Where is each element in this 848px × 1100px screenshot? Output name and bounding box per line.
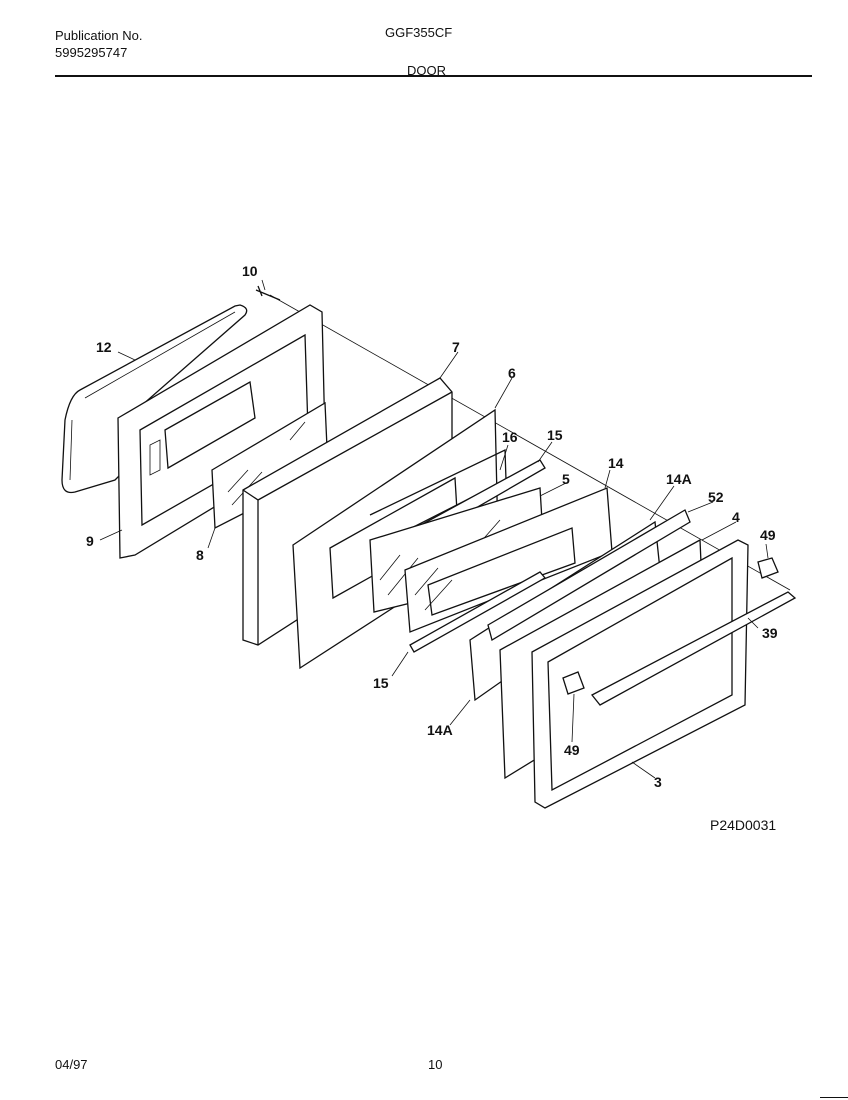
footer-date: 04/97 bbox=[55, 1057, 88, 1072]
callout-14: 14 bbox=[608, 455, 624, 471]
callout-7: 7 bbox=[452, 339, 460, 355]
glass-spacer-lower bbox=[409, 571, 546, 653]
callout-16: 16 bbox=[502, 429, 518, 445]
callout-15-lower: 15 bbox=[373, 675, 389, 691]
door-channel bbox=[487, 509, 691, 641]
callout-5: 5 bbox=[562, 471, 570, 487]
header-rule bbox=[55, 75, 812, 77]
assembly-guide-line bbox=[269, 294, 791, 591]
handle-end-cap-left bbox=[562, 671, 585, 695]
page-number: 10 bbox=[428, 1057, 443, 1072]
handle-end-cap-right bbox=[757, 557, 779, 579]
callout-12: 12 bbox=[96, 339, 112, 355]
publication-label: Publication No. bbox=[55, 28, 143, 43]
door-handle bbox=[591, 591, 797, 706]
callout-49-right: 49 bbox=[760, 527, 776, 543]
section-title: DOOR bbox=[407, 63, 446, 78]
callout-49-left: 49 bbox=[564, 742, 580, 758]
glass-retainer-strip bbox=[369, 448, 507, 549]
door-gasket bbox=[61, 304, 248, 494]
callout-52: 52 bbox=[708, 489, 724, 505]
callout-14a-lower: 14A bbox=[427, 722, 453, 738]
callout-3: 3 bbox=[654, 774, 662, 790]
callout-39: 39 bbox=[762, 625, 778, 641]
callout-14a-upper: 14A bbox=[666, 471, 692, 487]
callout-9: 9 bbox=[86, 533, 94, 549]
publication-number: 5995295747 bbox=[55, 45, 128, 60]
callout-15-upper: 15 bbox=[547, 427, 563, 443]
callout-4: 4 bbox=[732, 509, 740, 525]
screw bbox=[255, 285, 281, 301]
diagram-code: P24D0031 bbox=[710, 817, 777, 833]
callout-6: 6 bbox=[508, 365, 516, 381]
corner-mark bbox=[820, 1097, 848, 1098]
callout-8: 8 bbox=[196, 547, 204, 563]
callout-10: 10 bbox=[242, 263, 258, 279]
model-number: GGF355CF bbox=[385, 25, 453, 40]
